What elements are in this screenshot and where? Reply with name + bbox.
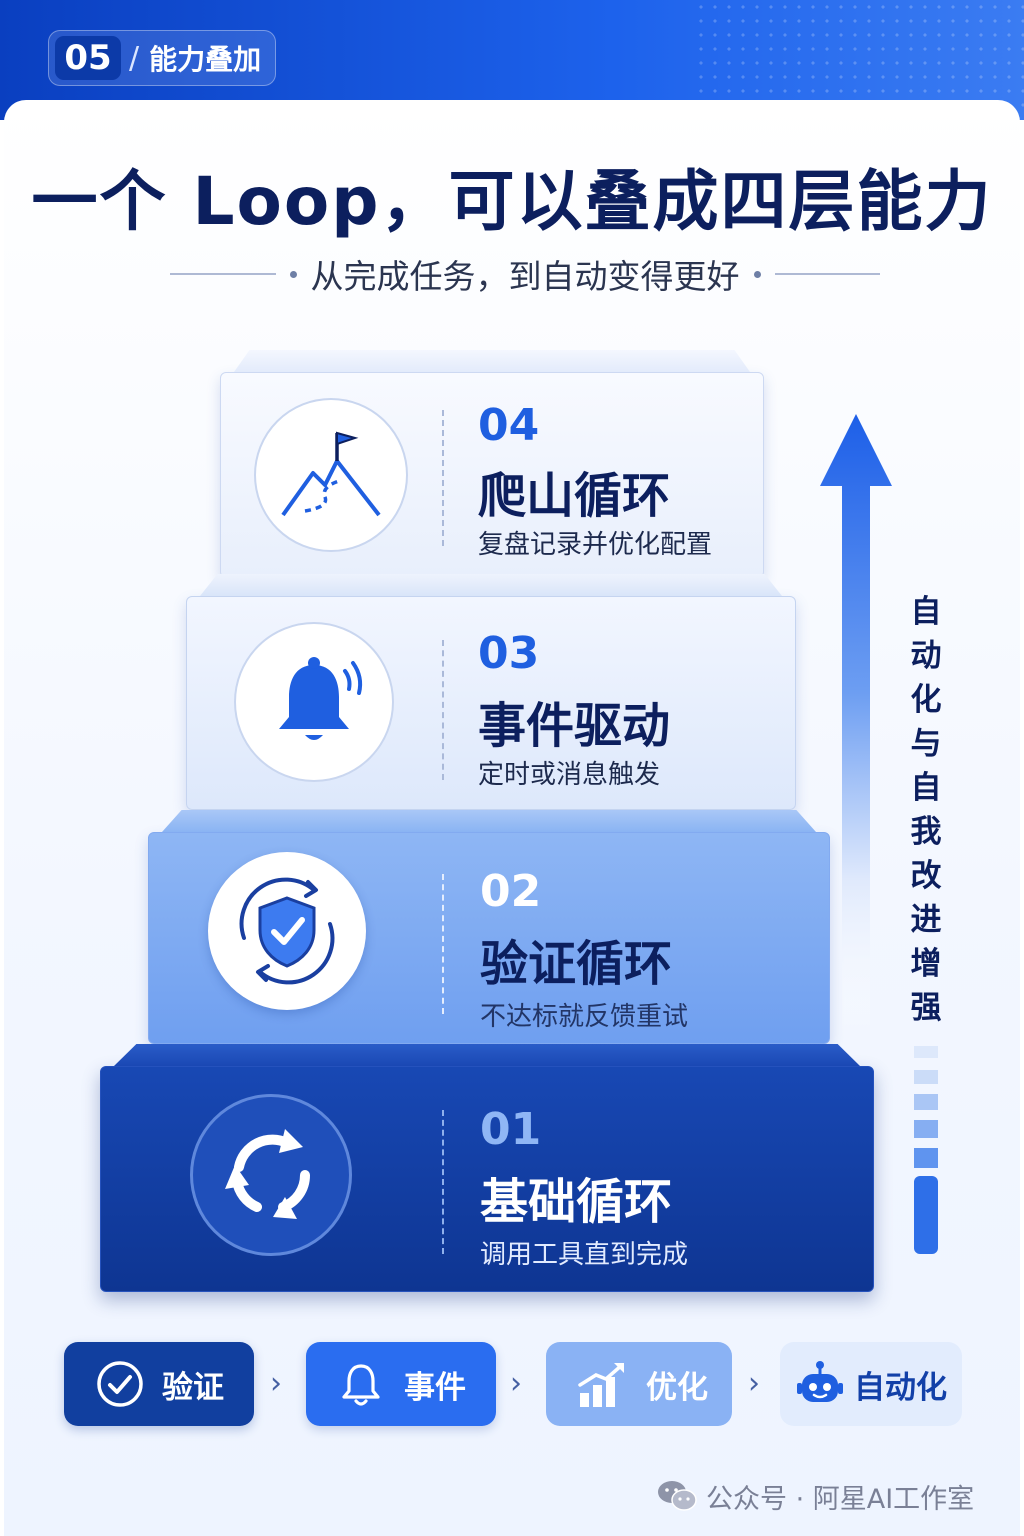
step-optimize[interactable]: 优化 <box>546 1342 732 1426</box>
layer-03: 03 事件驱动 定时或消息触发 <box>186 574 796 810</box>
layer-01-divider <box>442 1110 444 1254</box>
layer-04-top <box>234 350 750 372</box>
layer-04-divider <box>442 410 444 546</box>
section-slash: / <box>129 40 140 76</box>
section-tag: 05 / 能力叠加 <box>48 30 276 86</box>
layer-03-divider <box>442 640 444 780</box>
dot-pattern <box>694 0 1024 110</box>
layer-02-icon-circle <box>208 852 366 1010</box>
subtitle-row: 从完成任务，到自动变得更好 <box>170 252 880 296</box>
subtitle-line-right <box>774 273 880 275</box>
subtitle-dot-left <box>289 270 297 278</box>
section-number: 05 <box>55 36 121 80</box>
layer-03-icon-circle <box>234 622 394 782</box>
layer-01-desc: 调用工具直到完成 <box>480 1240 689 1270</box>
step-flow: 验证 › 事件 › 优化 › <box>64 1342 964 1426</box>
layer-04-desc: 复盘记录并优化配置 <box>478 530 713 560</box>
layer-03-number: 03 <box>478 628 540 679</box>
upward-arrow <box>820 414 892 1254</box>
bar-chart-up-icon <box>578 1363 624 1407</box>
layer-04-icon-circle <box>254 398 408 552</box>
bell-outline-icon <box>342 1364 380 1406</box>
step-verify[interactable]: 验证 <box>64 1342 254 1426</box>
layer-03-top <box>200 574 782 596</box>
step-automation-label: 自动化 <box>854 1369 947 1406</box>
layer-04-number: 04 <box>478 400 540 451</box>
layer-02-divider <box>442 874 444 1014</box>
page-title: 一个 Loop，可以叠成四层能力 <box>31 163 993 240</box>
subtitle-line-left <box>170 273 276 275</box>
wechat-icon <box>658 1481 697 1511</box>
footer-text: 公众号 · 阿星AI工作室 <box>706 1483 975 1515</box>
layer-01-icon-circle <box>190 1094 352 1256</box>
layer-04: 04 爬山循环 复盘记录并优化配置 <box>220 350 764 578</box>
step-event-label: 事件 <box>404 1369 466 1406</box>
layer-02-number: 02 <box>480 866 542 917</box>
step-separator-3: › <box>748 1366 760 1401</box>
footer: 公众号 · 阿星AI工作室 <box>656 1474 974 1518</box>
step-optimize-label: 优化 <box>646 1369 708 1406</box>
layer-02-desc: 不达标就反馈重试 <box>480 1002 689 1032</box>
step-automation[interactable]: 自动化 <box>780 1342 962 1426</box>
bell-icon <box>279 657 363 740</box>
check-circle-icon <box>97 1361 143 1407</box>
side-label: 自动化与自我改进增强 <box>910 594 942 1026</box>
shield-check-cycle-icon <box>239 877 335 985</box>
layer-01: 01 基础循环 调用工具直到完成 <box>100 1044 874 1292</box>
section-label: 能力叠加 <box>149 43 262 76</box>
step-separator-2: › <box>510 1366 522 1401</box>
arrow-up-icon <box>820 414 892 1034</box>
layer-04-name: 爬山循环 <box>478 468 671 524</box>
layer-03-desc: 定时或消息触发 <box>478 760 661 790</box>
subtitle: 从完成任务，到自动变得更好 <box>310 257 740 296</box>
layer-02: 02 验证循环 不达标就反馈重试 <box>148 810 830 1044</box>
layer-02-top <box>162 810 816 832</box>
layer-01-top <box>114 1044 860 1066</box>
step-separator-1: › <box>270 1366 282 1401</box>
step-verify-label: 验证 <box>162 1369 224 1406</box>
step-event[interactable]: 事件 <box>306 1342 496 1426</box>
mountain-flag-icon <box>281 431 381 517</box>
cycle-arrows-icon <box>225 1129 311 1219</box>
robot-icon <box>797 1361 843 1402</box>
layer-02-name: 验证循环 <box>480 936 673 992</box>
subtitle-dot-right <box>753 270 761 278</box>
layer-03-name: 事件驱动 <box>478 698 671 754</box>
progress-segments <box>914 1046 938 1254</box>
layer-01-name: 基础循环 <box>480 1174 673 1230</box>
layer-01-number: 01 <box>480 1104 542 1155</box>
